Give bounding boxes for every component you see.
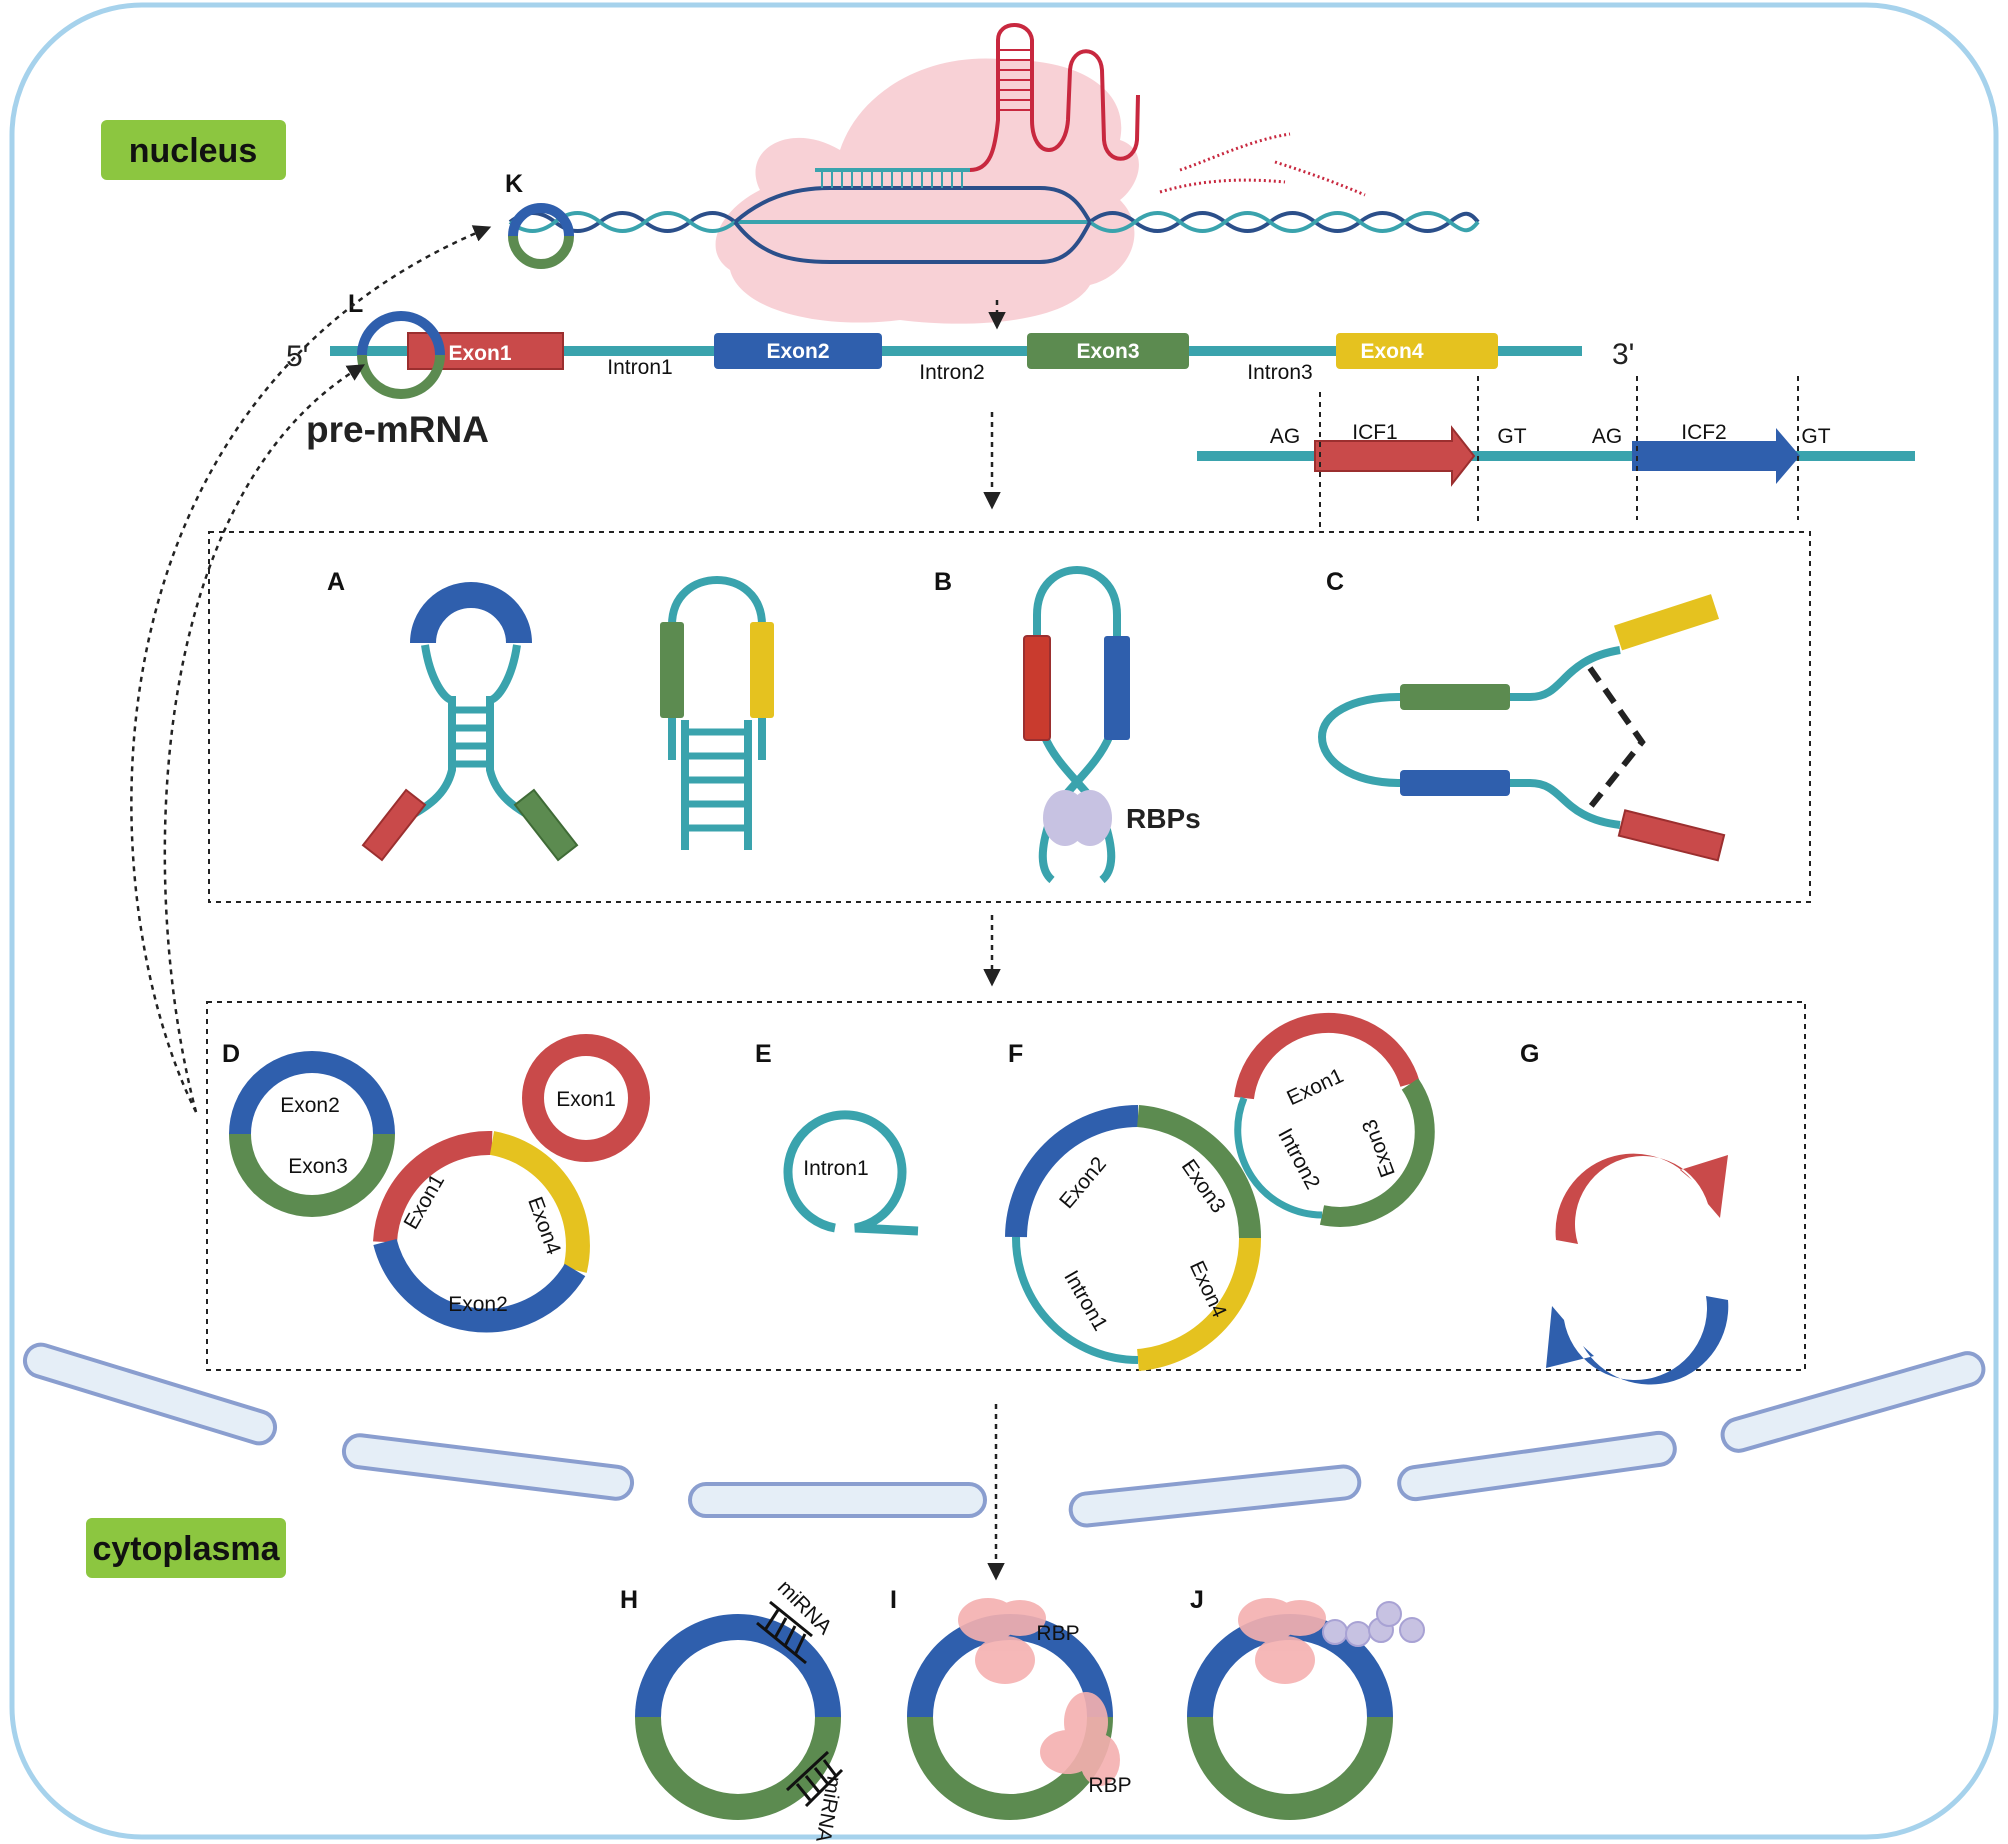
icf-gt1: GT [1497,425,1526,448]
exon3-box [1027,333,1189,369]
label-k: K [505,170,523,198]
three-prime-label: 3' [1612,338,1634,371]
panel-i-label: I [890,1586,897,1614]
i-rbp2-text: RBP [1088,1774,1131,1797]
panel-g-label: G [1520,1040,1539,1068]
panel-c-label: C [1326,568,1344,596]
panel-e-label: E [755,1040,772,1068]
panel-a-label: A [327,568,345,596]
panel-h-mirna-1 [756,1600,813,1665]
icf-ag2: AG [1592,425,1622,448]
e-intron1-text: Intron1 [803,1157,868,1180]
i-rbp1-text: RBP [1036,1622,1079,1645]
dna-strand-2 [508,211,1480,233]
panel-j-ribosome [1238,1598,1326,1684]
panel-j-label: J [1190,1586,1204,1614]
panel-f-label: F [1008,1040,1023,1068]
label-l: L [348,290,363,318]
panel-i-rbp-2 [1040,1692,1120,1786]
panel-h-circrna [635,1614,841,1820]
panel-g-cycle [1546,1153,1729,1385]
cytoplasma-tag: cytoplasma [86,1518,286,1578]
cell-outline [9,2,1999,1840]
nucleus-label: nucleus [129,132,257,170]
circrna-l [357,311,445,399]
hairpin-rungs [998,49,1032,111]
exon1-text: Exon1 [448,342,511,365]
panel-c-lariat [1317,594,1726,862]
arrow-d-to-l [163,364,365,1113]
d-big-exon2-text: Exon2 [448,1293,508,1316]
intron1-text: Intron1 [607,356,672,379]
panel-i-rbp-1 [958,1598,1046,1684]
circrna-types-box [206,1001,1806,1371]
exon3-text: Exon3 [1076,340,1139,363]
icf-detail: AG ICF1 GT AG ICF2 GT [1197,376,1915,528]
panel-f-eicirna-large [1005,1105,1262,1371]
icf2-arrow [1632,428,1800,484]
icf1-arrow [1314,425,1476,487]
panel-a-hairpin-2 [660,576,774,850]
mechanism-box [208,531,1811,903]
pre-mrna-label: pre-mRNA [306,409,489,450]
rbps-label: RBPs [1126,803,1201,834]
exon4-box [1336,333,1498,369]
icf-gt2: GT [1801,425,1830,448]
panel-e-cirna [783,1110,919,1236]
hybrid-rungs [821,170,963,188]
panel-b-label: B [934,568,952,596]
panel-b-rbp-loop: RBPs [1023,566,1201,884]
arrow-d-to-k [130,225,492,1113]
panel-j-peptide [1322,1601,1425,1647]
five-prime-label: 5' [286,340,308,373]
nuclear-membrane [22,1342,1986,1528]
panel-d-ecircrna-exon1 [522,1034,650,1162]
d-exon2-text: Exon2 [280,1094,340,1117]
intron2-text: Intron2 [919,361,984,384]
panel-d-ecircrna-exon2-exon3 [229,1051,395,1217]
coding-strand [733,220,1092,264]
nucleus-tag: nucleus [101,120,286,180]
exon2-text: Exon2 [766,340,829,363]
emerging-rna [969,23,1140,172]
exon4-text: Exon4 [1360,340,1423,363]
intron3-text: Intron3 [1247,361,1312,384]
panel-f-eicirna-small [1234,1012,1435,1227]
d-small-exon1-text: Exon1 [556,1088,616,1111]
icf-ag1: AG [1270,425,1300,448]
released-rna-2 [1179,132,1291,172]
released-rna-1 [1159,178,1286,194]
circrna-k [508,203,574,269]
d-exon3-text: Exon3 [288,1155,348,1178]
template-strand [733,186,1092,224]
panel-d-label: D [222,1040,240,1068]
icf-icf1: ICF1 [1352,421,1398,444]
panel-h-mirna-2 [785,1750,844,1808]
panel-h-label: H [620,1586,638,1614]
icf-icf2: ICF2 [1681,421,1727,444]
panel-a-hairpin-1 [361,582,579,862]
transcription-complex [508,23,1480,324]
exon2-box [714,333,882,369]
panel-d-ecircrna-three-exon [373,1130,590,1333]
cytoplasma-label: cytoplasma [92,1530,280,1568]
